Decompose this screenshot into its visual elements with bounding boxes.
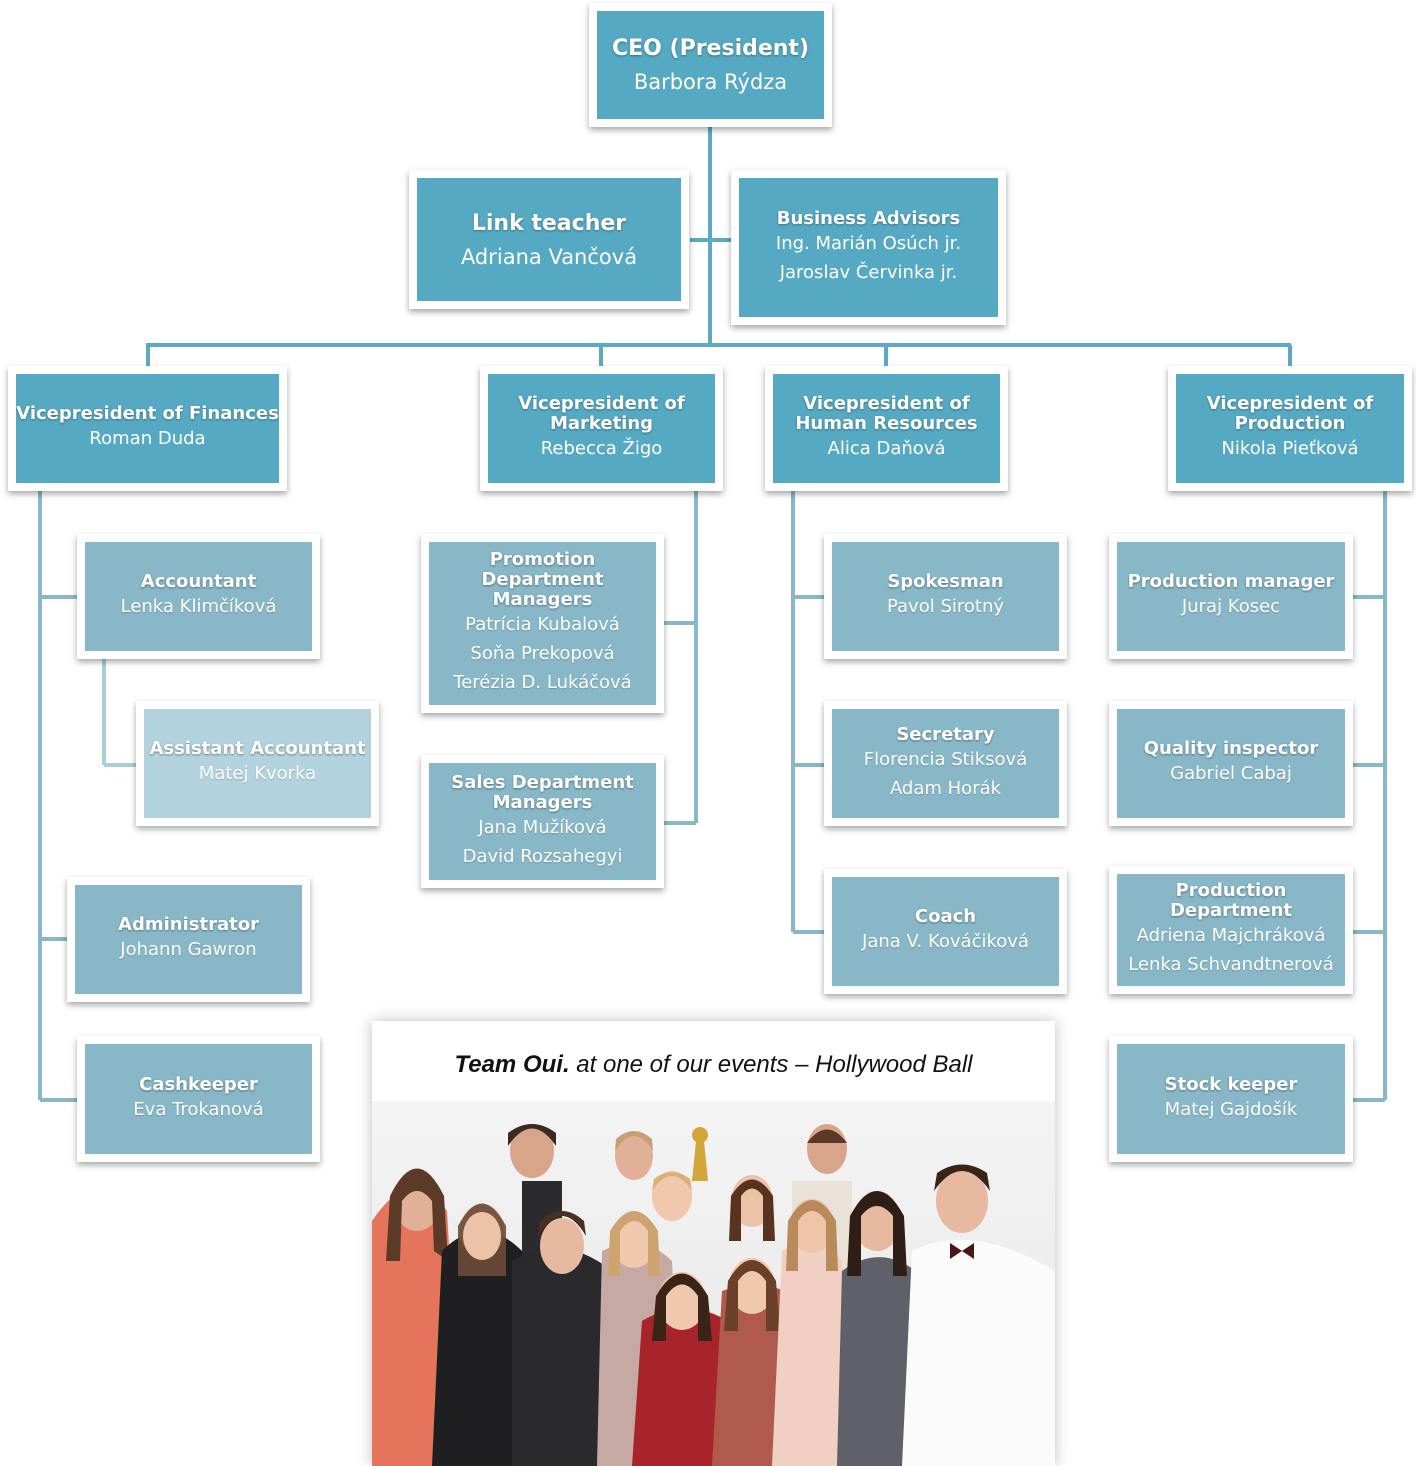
ceo-name: Barbora Rýdza xyxy=(633,70,788,94)
administrator-title: Administrator xyxy=(118,914,259,935)
business-advisor-name: Ing. Marián Osúch jr. xyxy=(775,232,962,254)
quality-inspector-title: Quality inspector xyxy=(1143,738,1319,759)
coach-title: Coach xyxy=(914,906,977,927)
sales-title: Sales Department Managers xyxy=(451,771,634,813)
assistant-accountant-name: Matej Kvorka xyxy=(198,763,317,784)
vp-finances-name: Roman Duda xyxy=(89,428,206,449)
secretary-title: Secretary xyxy=(896,723,995,745)
vp-production-name: Nikola Pieťková xyxy=(1221,438,1359,459)
assistant-accountant-title: Assistant Accountant xyxy=(149,738,366,759)
photo-caption-team: Team Oui. xyxy=(454,1051,570,1078)
quality-inspector-name: Gabriel Cabaj xyxy=(1170,763,1292,784)
vp-hr-title: Vicepresident of Human Resources xyxy=(795,393,978,434)
promotion-title: Promotion Department Managers xyxy=(481,549,604,610)
stock-keeper-name: Matej Gajdošík xyxy=(1164,1098,1298,1120)
production-department-name: Lenka Schvandtnerová xyxy=(1128,954,1334,975)
production-manager-title: Production manager xyxy=(1127,571,1335,592)
photo-caption: Team Oui. at one of our events – Hollywo… xyxy=(372,1051,1055,1079)
secretary-name: Adam Horák xyxy=(889,777,1002,799)
promotion-name: Soňa Prekopová xyxy=(470,643,615,664)
production-manager-name: Juraj Kosec xyxy=(1181,596,1281,617)
team-photo-card: Team Oui. at one of our events – Hollywo… xyxy=(372,1021,1055,1466)
link-teacher-name: Adriana Vančová xyxy=(460,244,638,269)
cashkeeper-name: Eva Trokanová xyxy=(133,1098,264,1120)
vp-marketing-name: Rebecca Žigo xyxy=(540,438,663,459)
team-photo xyxy=(372,1101,1055,1466)
accountant-title: Accountant xyxy=(140,571,257,592)
vp-production-title: Vicepresident of Production xyxy=(1206,393,1374,434)
link-teacher-title: Link teacher xyxy=(471,210,627,236)
promotion-name: Terézia D. Lukáčová xyxy=(453,672,632,693)
production-department-name: Adriena Majchráková xyxy=(1136,925,1326,946)
spokesman-name: Pavol Sirotný xyxy=(886,596,1005,617)
vp-marketing-title: Vicepresident of Marketing xyxy=(518,393,685,434)
ceo-title: CEO (President) xyxy=(611,36,810,61)
production-department-title: Production Department xyxy=(1169,880,1293,921)
secretary-name: Florencia Stiksová xyxy=(863,748,1028,770)
coach-name: Jana V. Kováčiková xyxy=(862,931,1029,952)
stock-keeper-title: Stock keeper xyxy=(1164,1073,1298,1095)
vp-finances-title: Vicepresident of Finances xyxy=(16,403,279,424)
accountant-name: Lenka Klimčíková xyxy=(120,596,277,617)
business-advisors-title: Business Advisors xyxy=(776,207,961,229)
administrator-name: Johann Gawron xyxy=(120,939,257,960)
cashkeeper-title: Cashkeeper xyxy=(139,1073,258,1095)
vp-hr-name: Alica Daňová xyxy=(827,438,946,459)
photo-caption-text: at one of our events – Hollywood Ball xyxy=(576,1051,973,1078)
promotion-name: Patrícia Kubalová xyxy=(465,614,620,635)
business-advisor-name: Jaroslav Červinka jr. xyxy=(779,261,958,283)
ceo-box: CEO (President) Barbora Rýdza xyxy=(589,3,832,127)
sales-name: Jana Mužíková xyxy=(478,816,607,838)
sales-name: David Rozsahegyi xyxy=(462,845,623,867)
spokesman-title: Spokesman xyxy=(887,571,1004,592)
